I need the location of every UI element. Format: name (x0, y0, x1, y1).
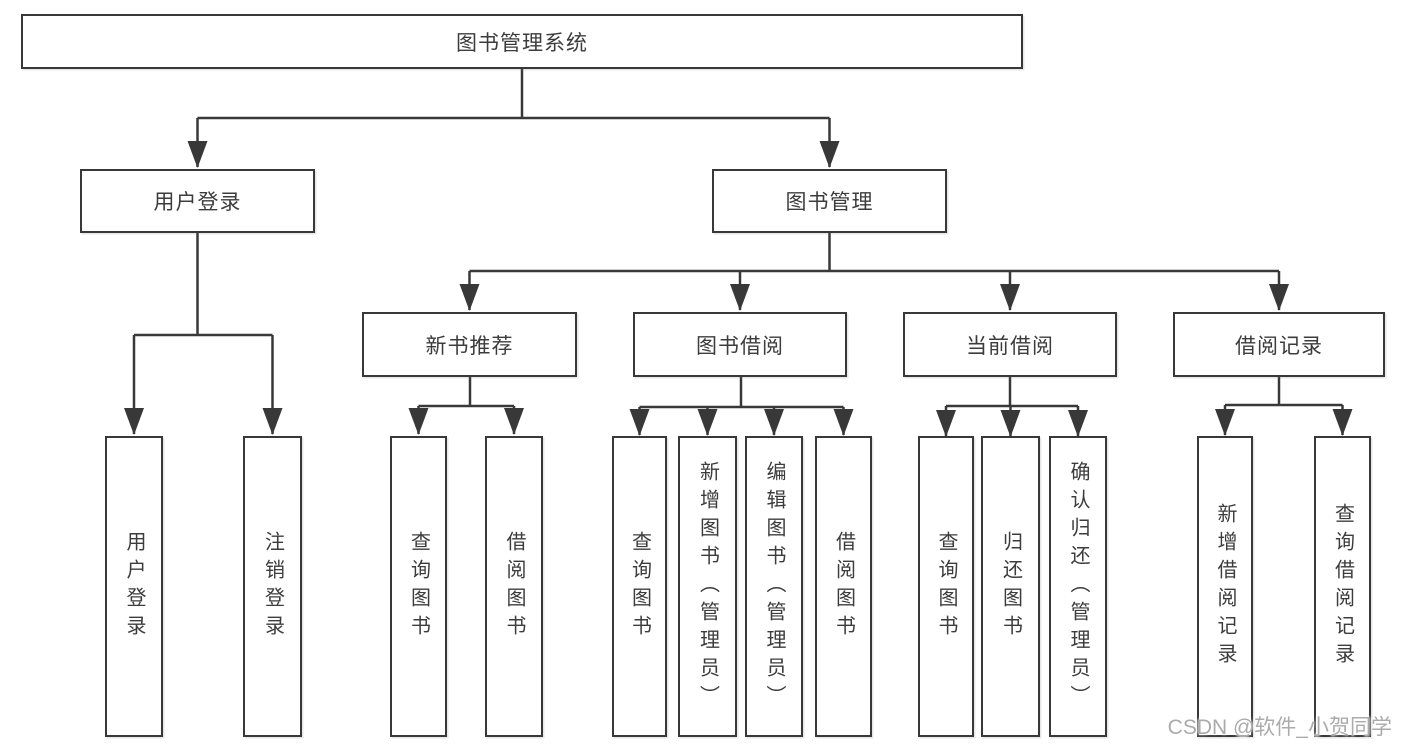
leaf-add-book-admin-label: 新增图书（管理员） (696, 460, 719, 713)
leaf-edit-book-admin-label: 编辑图书（管理员） (763, 460, 785, 713)
leaf-edit-book-admin: 编辑图书（管理员） (745, 436, 803, 737)
node-new-book-rec-label: 新书推荐 (425, 334, 514, 358)
node-book-mgmt: 图书管理 (712, 169, 947, 233)
leaf-add-borrow-record-label: 新增借阅记录 (1214, 502, 1236, 671)
node-borrow-records-label: 借阅记录 (1235, 334, 1323, 358)
node-root: 图书管理系统 (21, 14, 1023, 69)
leaf-query-books-current-label: 查询图书 (935, 530, 957, 643)
leaf-confirm-return-admin-label: 确认归还（管理员） (1067, 460, 1089, 713)
node-root-label: 图书管理系统 (456, 31, 588, 55)
csdn-watermark: CSDN @软件_小贺同学 (1167, 716, 1392, 739)
leaf-query-borrow-record-label: 查询借阅记录 (1331, 502, 1354, 671)
leaf-query-books-borrow: 查询图书 (612, 436, 667, 737)
node-user-login: 用户登录 (80, 169, 315, 233)
node-book-borrow: 图书借阅 (633, 312, 847, 377)
node-new-book-rec: 新书推荐 (362, 312, 577, 377)
leaf-add-book-admin: 新增图书（管理员） (678, 436, 737, 737)
leaf-query-books-borrow-label: 查询图书 (628, 530, 651, 643)
node-current-borrow-label: 当前借阅 (966, 334, 1054, 358)
leaf-logout-label: 注销登录 (261, 530, 284, 643)
leaf-user-login-label: 用户登录 (123, 530, 145, 643)
leaf-user-login: 用户登录 (105, 436, 163, 737)
leaf-borrow-books-newbook: 借阅图书 (485, 436, 543, 737)
leaf-confirm-return-admin: 确认归还（管理员） (1049, 436, 1107, 737)
node-book-mgmt-label: 图书管理 (785, 191, 874, 214)
leaf-return-book: 归还图书 (981, 436, 1040, 737)
node-book-borrow-label: 图书借阅 (696, 334, 784, 358)
leaf-query-books-newbook-label: 查询图书 (407, 530, 430, 643)
node-current-borrow: 当前借阅 (903, 312, 1117, 377)
node-borrow-records: 借阅记录 (1173, 312, 1385, 377)
leaf-borrow-books-borrow: 借阅图书 (815, 436, 872, 737)
leaf-query-books-newbook: 查询图书 (390, 436, 447, 737)
leaf-borrow-books-borrow-label: 借阅图书 (832, 530, 855, 643)
leaf-return-book-label: 归还图书 (999, 530, 1022, 643)
leaf-query-borrow-record: 查询借阅记录 (1314, 436, 1371, 737)
leaf-borrow-books-newbook-label: 借阅图书 (503, 530, 525, 643)
leaf-add-borrow-record: 新增借阅记录 (1197, 436, 1253, 737)
leaf-logout: 注销登录 (243, 436, 302, 737)
leaf-query-books-current: 查询图书 (918, 436, 974, 737)
node-user-login-label: 用户登录 (153, 191, 242, 214)
